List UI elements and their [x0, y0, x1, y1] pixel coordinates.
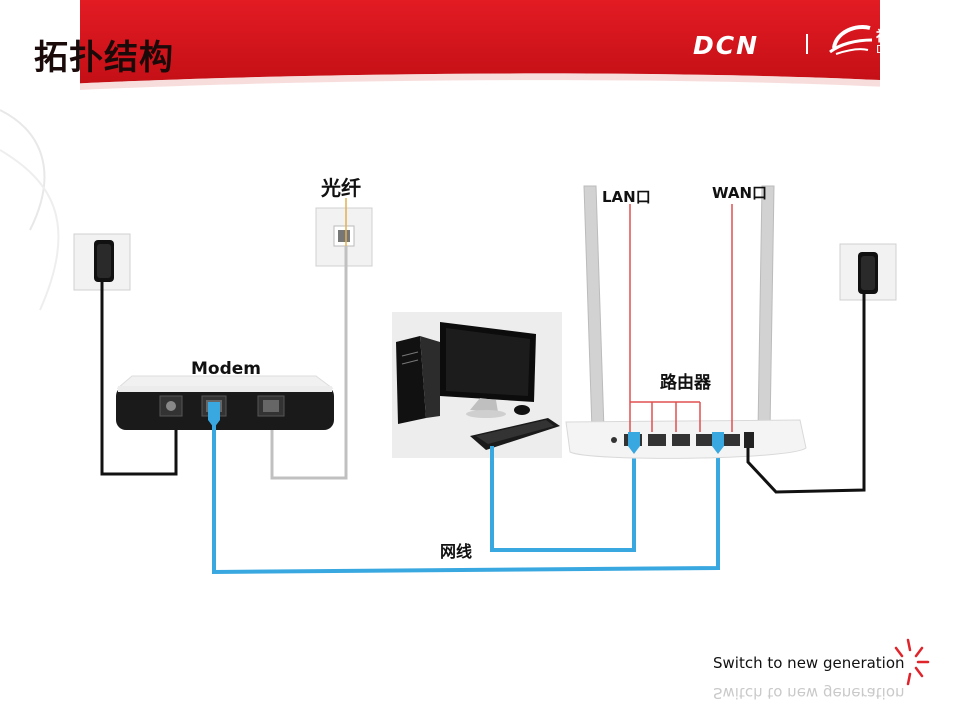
- wan-port-label: WAN口: [712, 184, 768, 202]
- router-device: [565, 419, 807, 459]
- company-name-cn: 神州数码: [876, 29, 936, 45]
- logo-divider: [806, 34, 808, 54]
- power-cable-left: [100, 282, 178, 476]
- ethernet-cable-pc-lan: [490, 446, 636, 552]
- power-cable-right: [746, 294, 866, 494]
- fiber-label: 光纤: [321, 176, 361, 200]
- modem-device: [116, 375, 334, 430]
- company-name-en: Digital China: [876, 43, 947, 56]
- router-lan-plug: [628, 432, 640, 454]
- fiber-cable: [270, 246, 348, 480]
- modem-label: Modem: [191, 359, 262, 379]
- dcn-logo: DCN: [693, 31, 760, 60]
- header-banner: [80, 0, 880, 90]
- wall-outlet-left: [73, 233, 131, 291]
- decorative-swirl: [0, 109, 60, 311]
- wall-outlet-right: [839, 243, 897, 301]
- cable-label: 网线: [440, 542, 473, 561]
- digital-china-logo-icon: [829, 25, 873, 55]
- router-wan-plug: [712, 432, 724, 454]
- ethernet-cable-modem-wan: [212, 418, 720, 575]
- lan-port-label: LAN口: [602, 188, 651, 206]
- sunburst-icon: [894, 638, 930, 686]
- router-antennas: [583, 185, 775, 431]
- modem-rj45-plug: [208, 402, 220, 428]
- page-title: 拓扑结构: [34, 38, 174, 78]
- computer-set: [392, 312, 562, 458]
- footer-tagline-reflection: Switch to new generation: [713, 684, 905, 702]
- port-marker-lines: [629, 204, 733, 432]
- footer-tagline: Switch to new generation: [713, 654, 905, 672]
- fiber-wall-outlet: [315, 207, 373, 267]
- router-label: 路由器: [660, 373, 711, 393]
